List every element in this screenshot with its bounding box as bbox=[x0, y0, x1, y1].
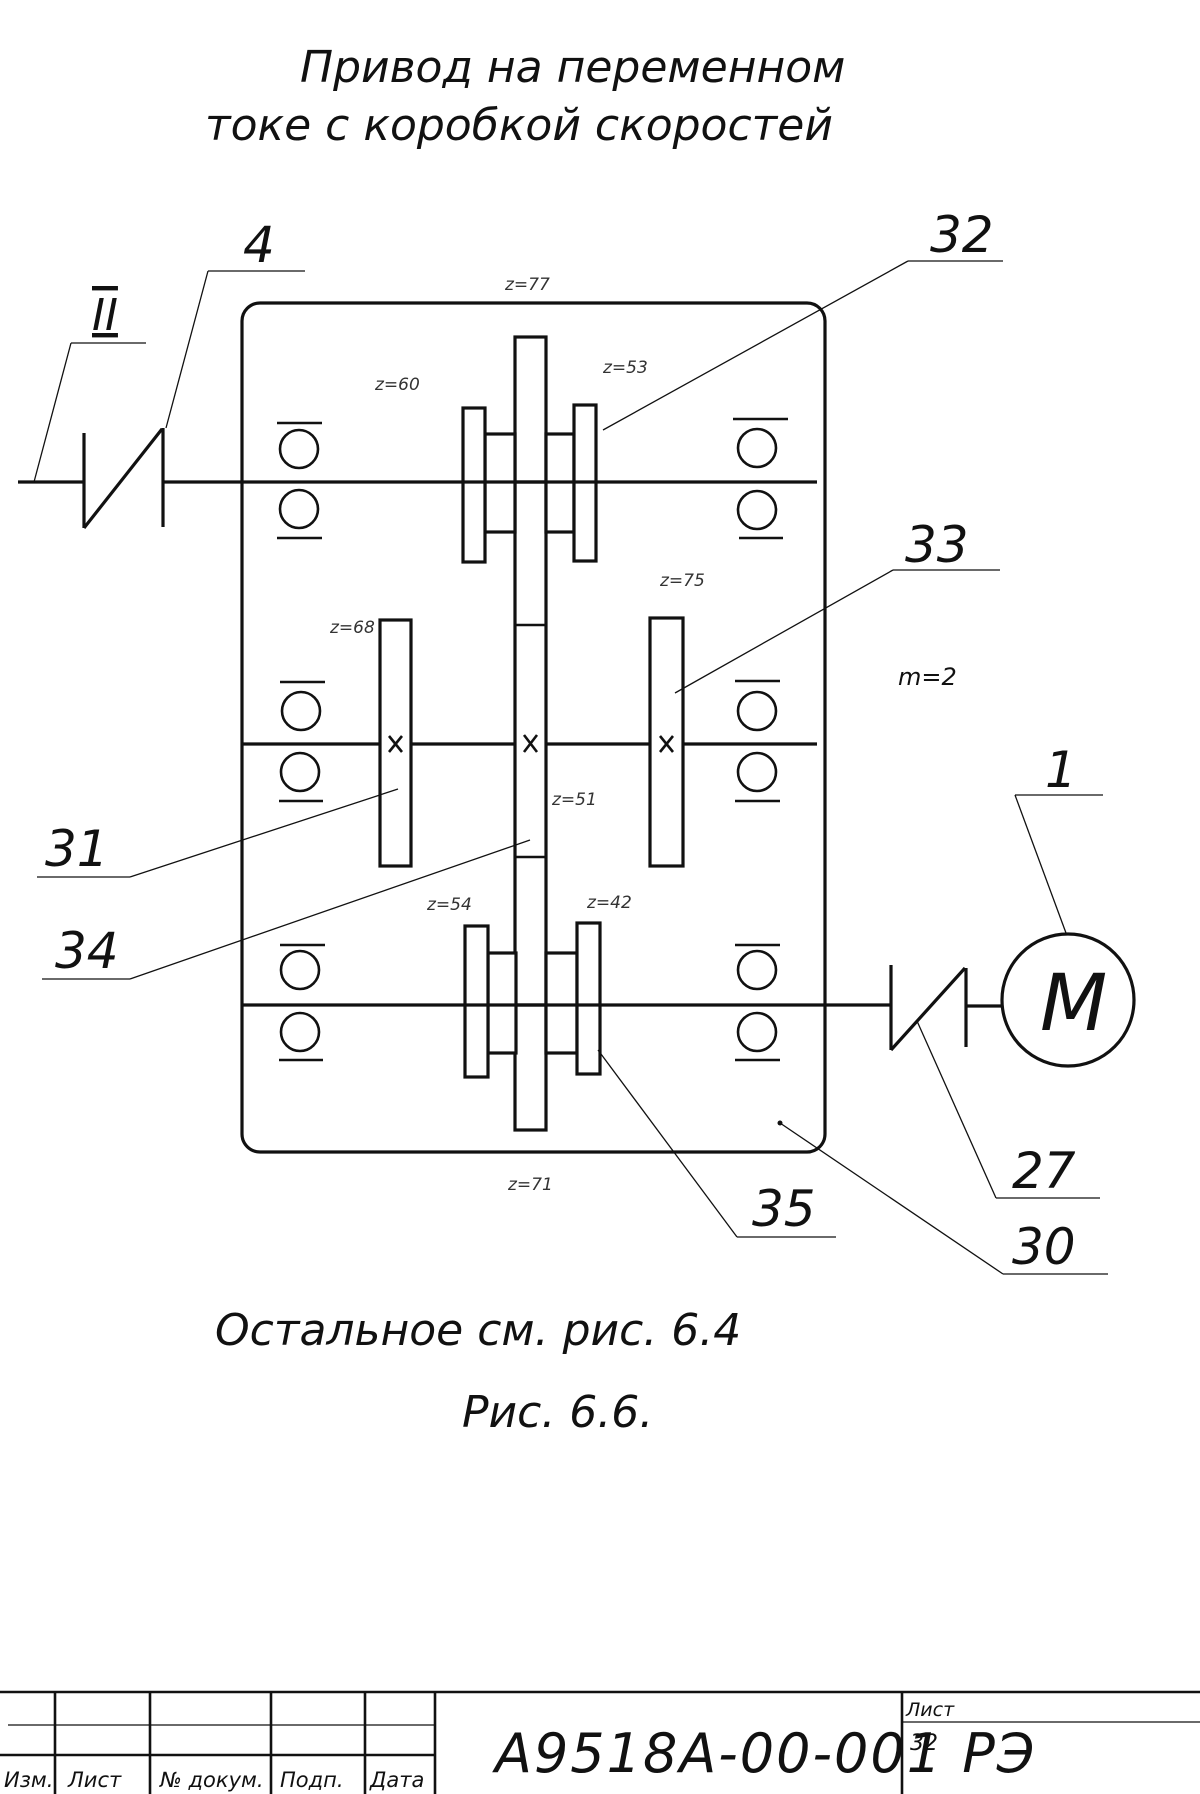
callouts: II 4 32 33 1 31 bbox=[33, 206, 1108, 1276]
callout-1: 1 bbox=[1014, 741, 1103, 934]
bearing-icon bbox=[733, 417, 788, 540]
gearbox-housing bbox=[240, 301, 827, 1154]
column-label-doc-number: № докум. bbox=[159, 1768, 264, 1792]
bottom-sliding-gear-block bbox=[463, 921, 602, 1079]
top-sliding-gear-block bbox=[461, 403, 598, 564]
teeth-label: z=54 bbox=[426, 895, 472, 915]
callout-label: 30 bbox=[1012, 1218, 1076, 1276]
gear-teeth-labels: z=77 z=60 z=53 z=68 z=75 z=51 z=54 z=42 … bbox=[329, 275, 957, 1195]
column-label-change: Изм. bbox=[4, 1768, 53, 1792]
central-gear bbox=[513, 335, 548, 1132]
callout-label: 1 bbox=[1045, 741, 1077, 799]
bearings bbox=[277, 417, 788, 1062]
input-shaft bbox=[18, 428, 817, 529]
teeth-label: z=42 bbox=[586, 893, 632, 913]
callout-31: 31 bbox=[37, 788, 399, 878]
teeth-label: z=75 bbox=[659, 571, 705, 591]
figure-number: Рис. 6.6. bbox=[462, 1387, 653, 1438]
document-designation: А9518А-00-001 РЭ bbox=[492, 1722, 1037, 1785]
callout-34: 34 bbox=[42, 839, 531, 980]
callout-label: 35 bbox=[752, 1180, 816, 1238]
gear-33 bbox=[648, 616, 685, 868]
callout-label: 4 bbox=[243, 216, 275, 274]
callout-label: 32 bbox=[930, 206, 994, 264]
drawing-title: Привод на переменном токе с коробкой ско… bbox=[205, 42, 845, 151]
caption-reference: Остальное см. рис. 6.4 bbox=[215, 1305, 741, 1356]
title-line-1: Привод на переменном bbox=[300, 42, 845, 93]
motor-shaft bbox=[242, 965, 1002, 1052]
fixed-on-shaft-icon bbox=[387, 735, 404, 753]
sheet-number: 32 bbox=[910, 1731, 938, 1756]
callout-label: 31 bbox=[45, 820, 109, 878]
bearing-icon bbox=[277, 421, 322, 540]
callout-label: 33 bbox=[905, 516, 969, 574]
input-clutch-icon bbox=[82, 428, 165, 529]
bearing-icon bbox=[735, 943, 780, 1062]
callout-label: 27 bbox=[1012, 1142, 1076, 1200]
title-line-2: токе с коробкой скоростей bbox=[205, 100, 833, 151]
motor-clutch-icon bbox=[889, 965, 968, 1052]
callout-32: 32 bbox=[602, 206, 1003, 431]
callout-4: 4 bbox=[165, 216, 305, 429]
callout-shaft-II: II bbox=[33, 290, 146, 483]
callout-27: 27 bbox=[916, 1020, 1100, 1200]
callout-label: 34 bbox=[55, 922, 119, 980]
module-note: m=2 bbox=[898, 663, 957, 691]
motor-symbol: M bbox=[1040, 959, 1107, 1049]
teeth-label: z=51 bbox=[551, 790, 597, 810]
title-block: Изм. Лист № докум. Подп. Дата А9518А-00-… bbox=[0, 1690, 1200, 1794]
bearing-icon bbox=[279, 680, 325, 803]
figure-caption: Остальное см. рис. 6.4 Рис. 6.6. bbox=[215, 1305, 741, 1438]
callout-35: 35 bbox=[597, 1049, 836, 1238]
electric-motor-icon: M bbox=[1000, 932, 1136, 1068]
callout-30: 30 bbox=[777, 1120, 1108, 1276]
column-label-sheet: Лист bbox=[67, 1768, 122, 1792]
callout-33: 33 bbox=[674, 516, 1000, 694]
column-label-date: Дата bbox=[369, 1768, 424, 1792]
bearing-icon bbox=[279, 943, 325, 1062]
teeth-label: z=68 bbox=[329, 618, 375, 638]
fixed-on-shaft-icon bbox=[522, 734, 539, 753]
column-label-signature: Подп. bbox=[280, 1768, 344, 1792]
teeth-label: z=60 bbox=[374, 375, 420, 395]
shaft-marker-label: II bbox=[92, 290, 118, 341]
teeth-label: z=71 bbox=[507, 1175, 553, 1195]
gear-31 bbox=[378, 618, 413, 868]
bearing-icon bbox=[735, 679, 780, 803]
sheet-label: Лист bbox=[905, 1699, 955, 1721]
fixed-on-shaft-icon bbox=[658, 735, 675, 753]
teeth-label: z=53 bbox=[602, 358, 648, 378]
teeth-label: z=77 bbox=[504, 275, 550, 295]
